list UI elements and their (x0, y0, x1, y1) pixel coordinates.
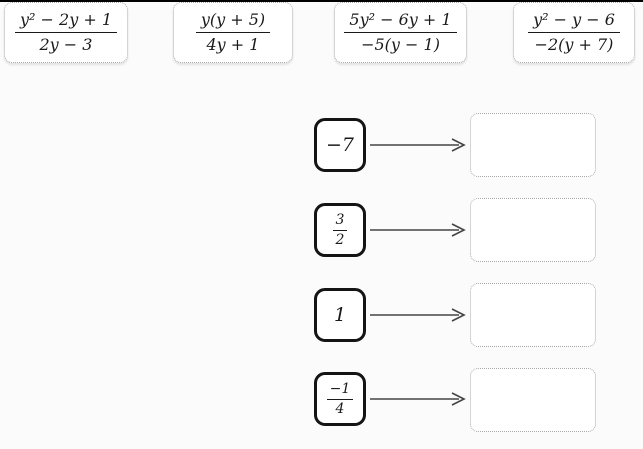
fraction-denominator: −2(y + 7) (534, 35, 614, 54)
fraction-denominator: 4 (335, 400, 345, 417)
arrow-right-icon (370, 392, 466, 406)
value-label: 1 (333, 304, 347, 326)
arrow-right-icon (370, 308, 466, 322)
fraction-numerator: 3 (332, 212, 348, 231)
expression-fraction: y² − 2y + 1 2y − 3 (14, 10, 117, 55)
fraction-numerator: y² − y − 6 (528, 10, 620, 33)
value-label-box-1: 1 (314, 288, 366, 342)
top-divider-rule (0, 0, 643, 2)
expression-card-2[interactable]: y(y + 5) 4y + 1 (173, 2, 293, 63)
value-label-box-neg1-over-4: −1 4 (314, 372, 366, 426)
fraction-numerator: y² − 2y + 1 (14, 10, 117, 33)
fraction-denominator: −5(y − 1) (361, 35, 440, 54)
expression-card-1[interactable]: y² − 2y + 1 2y − 3 (4, 2, 128, 63)
expression-card-3[interactable]: 5y² − 6y + 1 −5(y − 1) (334, 2, 467, 63)
drop-target-1[interactable] (470, 283, 596, 347)
value-label: −7 (325, 134, 354, 156)
value-label-box-neg7: −7 (314, 118, 366, 172)
fraction-denominator: 2 (335, 231, 345, 248)
value-label-box-3-over-2: 3 2 (314, 203, 366, 257)
fraction-numerator: −1 (326, 381, 354, 400)
fraction-denominator: 4y + 1 (206, 35, 260, 54)
fraction-numerator: 5y² − 6y + 1 (344, 10, 457, 33)
drop-target-3-over-2[interactable] (470, 198, 596, 262)
expression-fraction: 5y² − 6y + 1 −5(y − 1) (344, 10, 457, 55)
drop-target-neg7[interactable] (470, 113, 596, 177)
value-fraction: −1 4 (326, 381, 354, 417)
expression-fraction: y² − y − 6 −2(y + 7) (528, 10, 620, 55)
drop-target-neg1-over-4[interactable] (470, 368, 596, 432)
expression-fraction: y(y + 5) 4y + 1 (195, 10, 271, 55)
fraction-numerator: y(y + 5) (195, 10, 271, 33)
value-fraction: 3 2 (332, 212, 348, 248)
expression-card-4[interactable]: y² − y − 6 −2(y + 7) (513, 2, 635, 63)
arrow-right-icon (370, 223, 466, 237)
arrow-right-icon (370, 138, 466, 152)
fraction-denominator: 2y − 3 (39, 35, 93, 54)
